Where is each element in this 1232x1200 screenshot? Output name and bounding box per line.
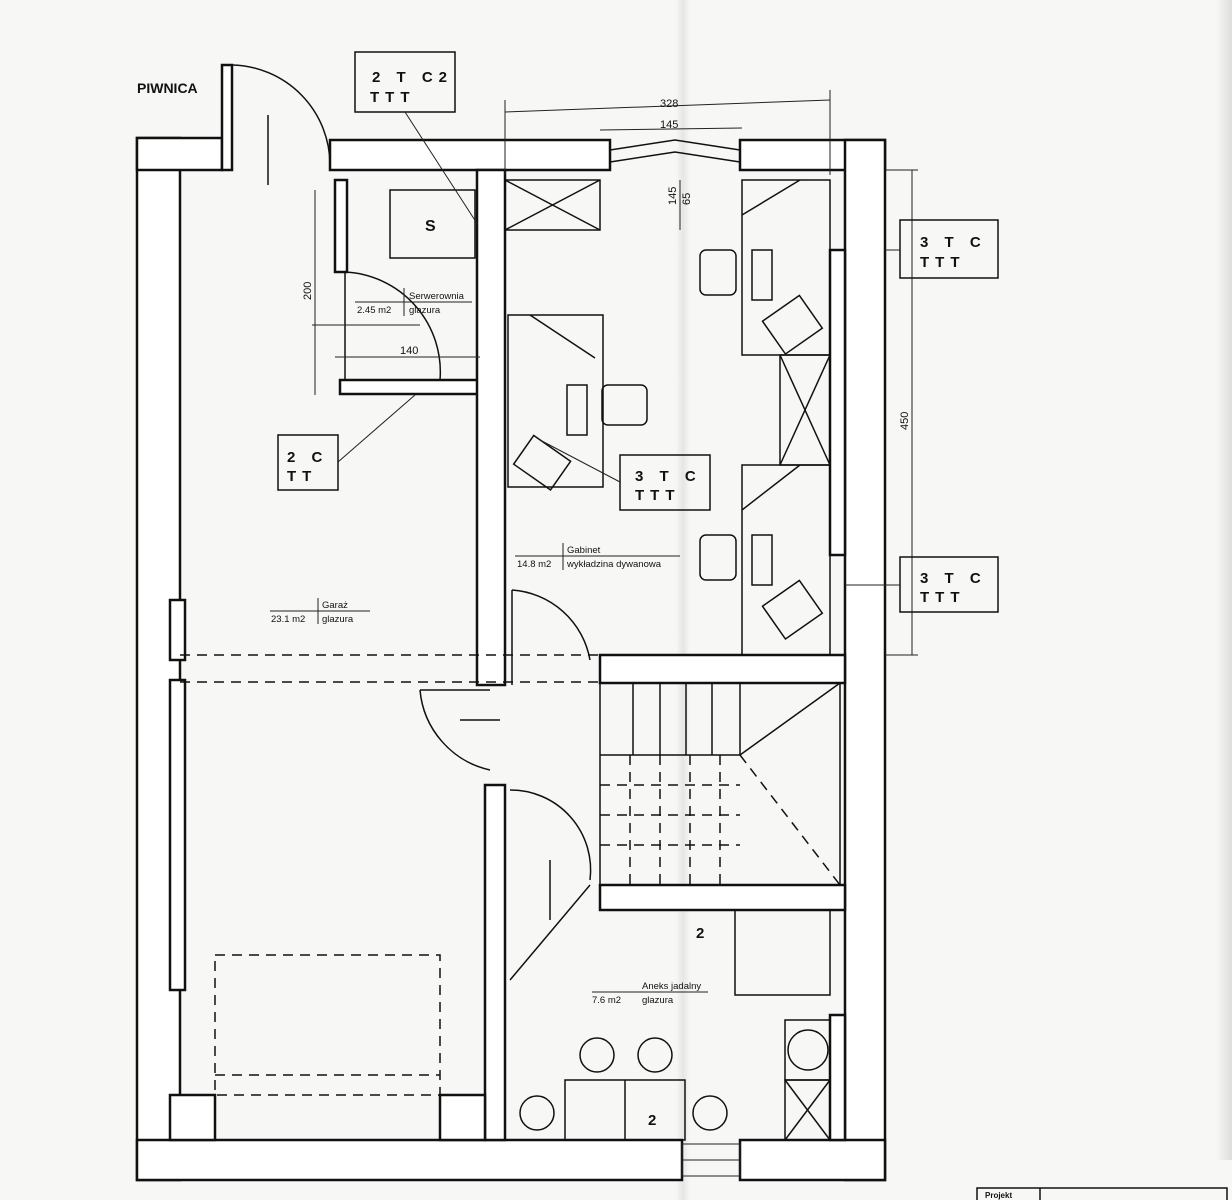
car-outline [214,954,441,1096]
room-label-serwerownia: Serwerownia 2.45 m2 glazura [355,288,472,316]
windows [609,139,741,1177]
staircase [599,682,841,886]
svg-text:3 T C: 3 T C [635,468,702,485]
walls [135,136,887,1182]
room-label-garaz: Garaż 23.1 m2 glazura [270,598,370,625]
kitchen-furniture [519,909,831,1141]
svg-text:Aneks jadalny: Aneks jadalny [642,981,701,992]
socket-box-2: 3 T C TTT [885,219,999,279]
server-label: S [425,218,436,235]
svg-text:65: 65 [681,193,693,205]
dimensions: 328 145 145 65 450 200 140 [302,90,918,656]
paper-edge [1216,0,1232,1160]
svg-text:3 T C: 3 T C [920,234,987,251]
svg-text:TTT: TTT [920,254,966,271]
svg-text:2.45 m2: 2.45 m2 [357,305,391,316]
mark-2: 2 [648,1112,656,1129]
level-title: PIWNICA [137,80,198,96]
svg-text:145: 145 [660,119,678,131]
socket-box-1: 2 T C2 TTT [354,51,479,226]
svg-text:450: 450 [899,412,911,430]
socket-box-5: 3 T C TTT [845,556,999,613]
svg-text:7.6 m2: 7.6 m2 [592,995,621,1006]
svg-text:Serwerownia: Serwerownia [409,291,465,302]
room-label-aneks: Aneks jadalny 7.6 m2 glazura [592,981,708,1006]
socket-box-4: 3 T C TTT [539,439,711,511]
doors [220,63,592,981]
svg-text:3 T C: 3 T C [920,570,987,587]
title-block: Projekt [976,1187,1228,1200]
svg-text:Projekt: Projekt [985,1191,1012,1200]
svg-text:14.8 m2: 14.8 m2 [517,559,551,570]
svg-text:glazura: glazura [322,614,354,625]
svg-text:23.1 m2: 23.1 m2 [271,614,305,625]
svg-text:145: 145 [667,187,679,205]
svg-text:Gabinet: Gabinet [567,545,601,556]
svg-text:TTT: TTT [920,589,966,606]
svg-text:TT: TT [287,468,317,485]
mark-2: 2 [696,925,704,942]
office-furniture [504,179,831,656]
svg-text:140: 140 [400,345,418,357]
svg-text:Garaż: Garaż [322,600,348,611]
room-label-gabinet: Gabinet 14.8 m2 wykładzina dywanowa [515,543,680,570]
server-rack [389,189,476,259]
svg-text:wykładzina dywanowa: wykładzina dywanowa [566,559,662,570]
svg-text:TTT: TTT [635,487,681,504]
svg-text:328: 328 [660,98,678,110]
svg-text:glazura: glazura [409,305,441,316]
svg-text:2 C: 2 C [287,449,328,466]
svg-text:glazura: glazura [642,995,674,1006]
svg-text:TTT: TTT [370,89,416,106]
socket-box-3: 2 C TT [277,394,416,491]
svg-text:2 T C2: 2 T C2 [372,69,453,86]
svg-text:200: 200 [302,282,314,300]
